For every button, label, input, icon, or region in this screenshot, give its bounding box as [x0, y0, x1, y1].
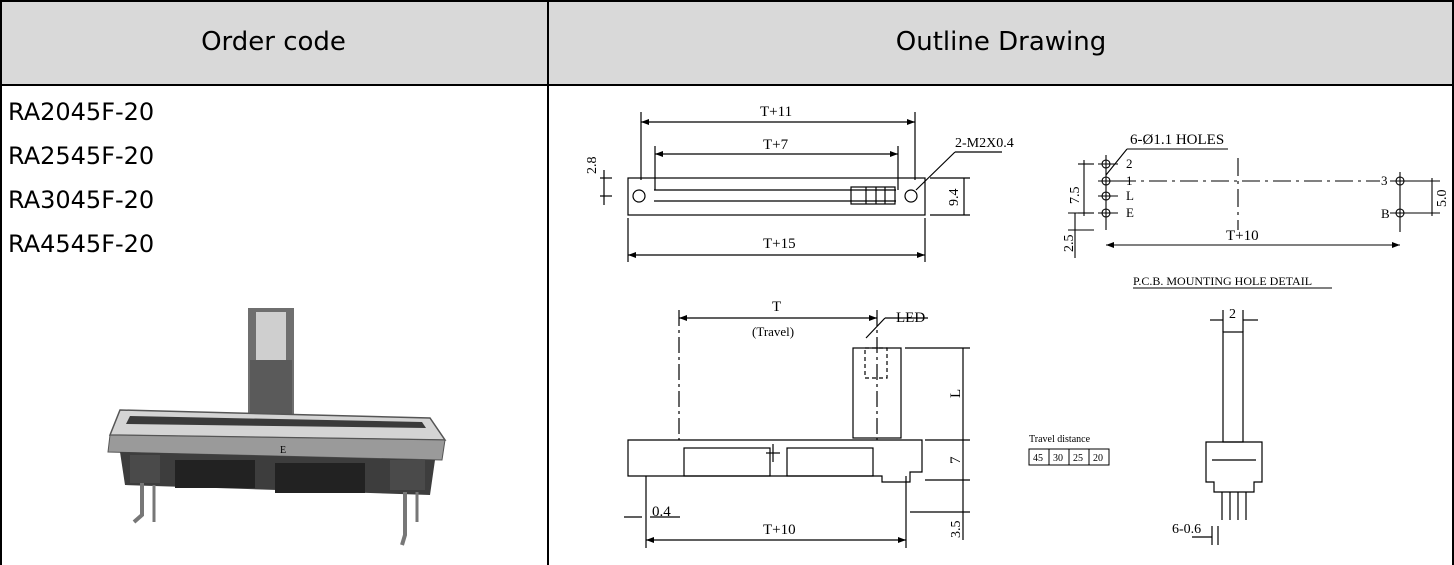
dim-0-4: 0.4 — [652, 504, 671, 520]
dim-pcb-t10: T+10 — [1226, 228, 1259, 244]
table-border-top — [0, 0, 1454, 2]
order-code-list: RA2045F-20 RA2545F-20 RA3045F-20 RA4545F… — [8, 90, 154, 266]
dim-7: 7 — [948, 456, 964, 464]
table-border-right — [1452, 0, 1454, 565]
dim-2-8: 2.8 — [585, 157, 600, 175]
travel-value: 20 — [1093, 453, 1103, 464]
outline-drawing: T+11 T+7 T+15 2-M2X0.4 2.8 9.4 — [585, 104, 1450, 548]
header-order-code: Order code — [0, 0, 547, 84]
travel-distance-label: Travel distance — [1029, 434, 1091, 445]
header-divider — [0, 84, 1454, 86]
dim-t7: T+7 — [763, 137, 789, 153]
column-divider — [547, 0, 549, 565]
dim-t: T — [772, 299, 781, 315]
pin-1-label: 1 — [1126, 173, 1133, 188]
pcb-holes-label: 6-Ø1.1 HOLES — [1130, 132, 1224, 148]
dim-9-4: 9.4 — [947, 189, 962, 207]
dim-2-5: 2.5 — [1062, 235, 1077, 253]
order-code-item: RA2045F-20 — [8, 98, 155, 126]
led-label: LED — [896, 310, 925, 326]
dim-5-0: 5.0 — [1435, 190, 1450, 208]
header-outline-drawing: Outline Drawing — [548, 0, 1454, 84]
pin-b-label: B — [1381, 206, 1390, 221]
pin-l-label: L — [1126, 188, 1134, 203]
dim-7-5: 7.5 — [1068, 187, 1083, 205]
order-code-item: RA3045F-20 — [8, 186, 155, 214]
order-code-item: RA2545F-20 — [8, 142, 155, 170]
order-code-item: RA4545F-20 — [8, 230, 155, 258]
dim-side-t10: T+10 — [763, 522, 796, 538]
dim-3-5: 3.5 — [949, 521, 964, 539]
slide-potentiometer-photo: E — [107, 308, 447, 546]
dim-t15: T+15 — [763, 236, 796, 252]
travel-value: 30 — [1053, 453, 1063, 464]
dim-6-0-6: 6-0.6 — [1172, 522, 1201, 537]
pin-3-label: 3 — [1381, 173, 1388, 188]
travel-value: 45 — [1033, 453, 1043, 464]
pin-2-label: 2 — [1126, 156, 1133, 171]
dim-m2: 2-M2X0.4 — [955, 136, 1014, 151]
dim-t11: T+11 — [760, 104, 792, 120]
dim-travel: (Travel) — [752, 324, 794, 339]
dim-l: L — [948, 389, 964, 398]
travel-value: 25 — [1073, 453, 1083, 464]
pcb-caption: P.C.B. MOUNTING HOLE DETAIL — [1133, 274, 1312, 288]
svg-text:E: E — [280, 445, 286, 456]
pin-e-label: E — [1126, 205, 1134, 220]
dim-end-2: 2 — [1229, 307, 1236, 322]
table-border-left — [0, 0, 2, 565]
